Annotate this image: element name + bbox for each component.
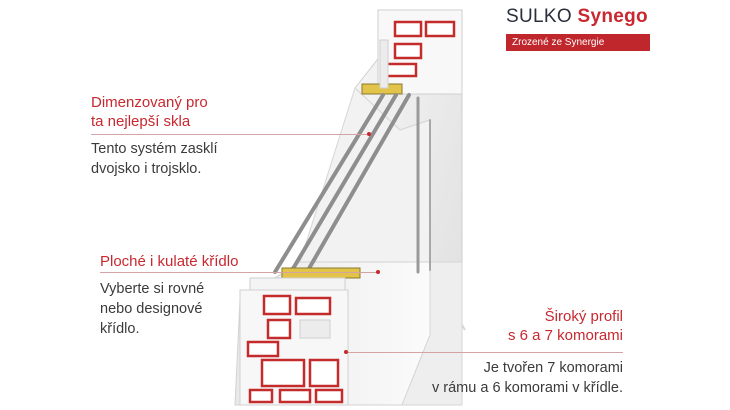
bottom-gasket — [249, 267, 361, 293]
feature-1-divider — [91, 134, 369, 135]
glass-panes — [273, 93, 431, 274]
bottom-profile-section — [239, 289, 349, 406]
feature-2-title: Ploché i kulaté křídlo — [100, 253, 239, 270]
feature-1-title-line2: ta nejlepší skla — [91, 113, 191, 130]
feature-2-pointer — [376, 270, 380, 274]
feature-1-pointer — [367, 132, 371, 136]
brand-logo: SULKO Synego — [506, 6, 648, 28]
top-profile-section — [361, 9, 463, 95]
feature-3-title-line1: Široký profil — [544, 308, 623, 325]
feature-2-desc-line2: nebo designové — [100, 301, 203, 317]
feature-1-desc-line1: Tento systém zasklí — [91, 141, 218, 157]
brand-tagline: Zrozené ze Synergie — [506, 34, 650, 51]
brand-name-part2: Synego — [577, 6, 648, 27]
feature-3-desc-line1: Je tvořen 7 komorami — [483, 360, 623, 376]
feature-1-title-line1: Dimenzovaný pro — [91, 94, 208, 111]
feature-2-divider — [100, 272, 378, 273]
feature-2-desc-line3: křídlo. — [100, 321, 140, 337]
feature-2-desc-line1: Vyberte si rovné — [100, 281, 205, 297]
feature-3-pointer — [344, 350, 348, 354]
feature-3-desc-line2: v rámu a 6 komorami v křídle. — [432, 380, 623, 396]
feature-3-divider — [347, 352, 623, 353]
frame-bottom-right — [401, 261, 463, 406]
feature-3-title-line2: s 6 a 7 komorami — [507, 327, 623, 344]
feature-1-desc-line2: dvojsko i trojsklo. — [91, 161, 202, 177]
brand-name-part1: SULKO — [506, 6, 572, 27]
